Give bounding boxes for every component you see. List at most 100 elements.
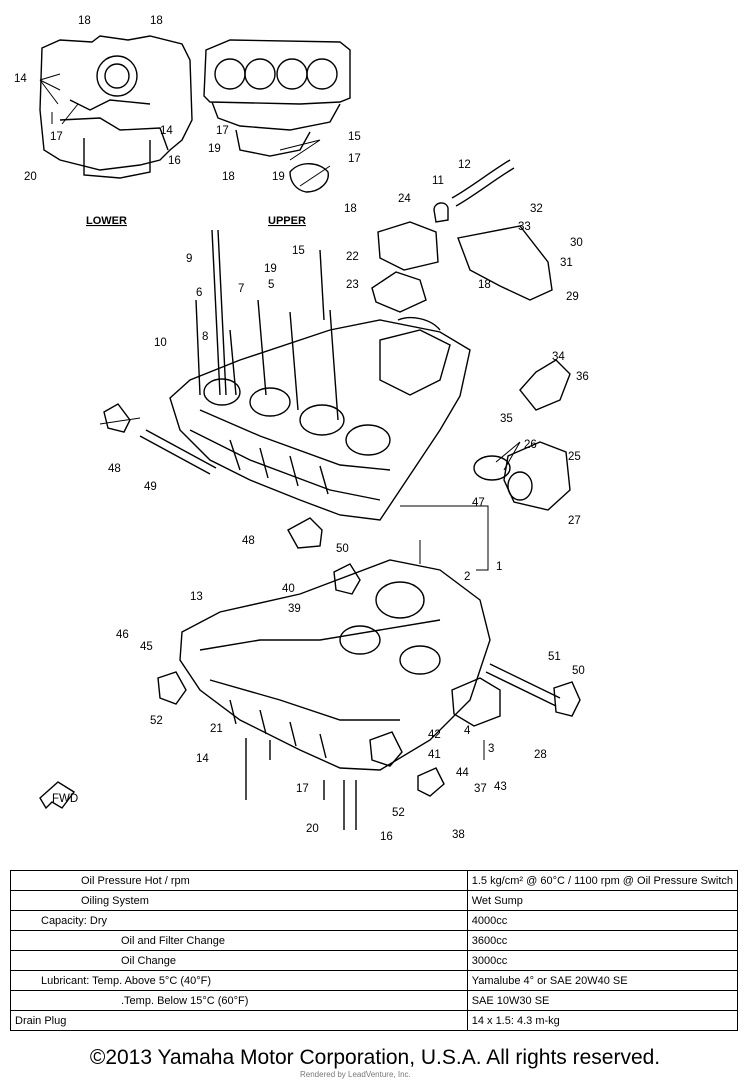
spec-value: 3000cc bbox=[466, 950, 739, 971]
callout-14-lower: 14 bbox=[14, 73, 27, 85]
callout-49: 49 bbox=[144, 481, 157, 493]
callout-16: 16 bbox=[380, 831, 393, 843]
callout-52b: 52 bbox=[392, 807, 405, 819]
callout-1: 1 bbox=[496, 561, 502, 573]
spec-value: 1.5 kg/cm² @ 60°C / 1100 rpm @ Oil Press… bbox=[466, 870, 739, 891]
callout-15: 15 bbox=[292, 245, 305, 257]
spec-label: Oil and Filter Change bbox=[10, 930, 468, 951]
oil-filter-cover bbox=[473, 441, 571, 511]
spec-label: .Temp. Below 15°C (60°F) bbox=[10, 990, 468, 1011]
callout-40: 40 bbox=[282, 583, 295, 595]
callout-35: 35 bbox=[500, 413, 513, 425]
callout-19-upper: 19 bbox=[208, 143, 221, 155]
callout-47: 47 bbox=[472, 497, 485, 509]
callout-31: 31 bbox=[560, 257, 573, 269]
spec-label: Oiling System bbox=[10, 890, 468, 911]
callout-28: 28 bbox=[534, 749, 547, 761]
callout-22: 22 bbox=[346, 251, 359, 263]
spec-row: Oiling System Wet Sump bbox=[10, 890, 739, 911]
callout-12: 12 bbox=[458, 159, 471, 171]
callout-18-lower: 18 bbox=[78, 15, 91, 27]
callout-18-upper: 18 bbox=[222, 171, 235, 183]
lower-bolts bbox=[245, 738, 357, 830]
spec-row: Lubricant: Temp. Above 5°C (40°F) Yamalu… bbox=[10, 970, 739, 991]
copyright-notice: ©2013 Yamaha Motor Corporation, U.S.A. A… bbox=[89, 1046, 661, 1069]
spec-label: Lubricant: Temp. Above 5°C (40°F) bbox=[10, 970, 468, 991]
spec-value: 3600cc bbox=[466, 930, 739, 951]
callout-46: 46 bbox=[116, 629, 129, 641]
cover-plate bbox=[457, 225, 553, 301]
callout-52: 52 bbox=[150, 715, 163, 727]
lower-case-view bbox=[39, 35, 193, 179]
spec-label: Oil Change bbox=[10, 950, 468, 971]
spec-value: Wet Sump bbox=[466, 890, 739, 911]
callout-37: 37 bbox=[474, 783, 487, 795]
callout-23: 23 bbox=[346, 279, 359, 291]
upper-case-view bbox=[203, 39, 351, 193]
callout-20-lower: 20 bbox=[24, 171, 37, 183]
spec-row: Drain Plug 14 x 1.5: 4.3 m-kg bbox=[10, 1010, 739, 1031]
callout-17-lower: 17 bbox=[50, 131, 63, 143]
lower-crankcase bbox=[179, 559, 501, 797]
upper-crankcase bbox=[169, 317, 471, 521]
callout-25: 25 bbox=[568, 451, 581, 463]
callout-30: 30 bbox=[570, 237, 583, 249]
callout-34: 34 bbox=[552, 351, 565, 363]
callout-11: 11 bbox=[432, 175, 444, 187]
callout-7: 7 bbox=[238, 283, 244, 295]
spec-row: Oil Pressure Hot / rpm 1.5 kg/cm² @ 60°C… bbox=[10, 870, 739, 891]
callout-50b: 50 bbox=[572, 665, 585, 677]
callout-18: 18 bbox=[478, 279, 491, 291]
render-credit: Rendered by LeadVenture, Inc. bbox=[300, 1070, 411, 1079]
callout-19-upper-b: 19 bbox=[272, 171, 285, 183]
callout-27: 27 bbox=[568, 515, 581, 527]
crankcase-exploded-diagram: LOWER UPPER FWD 1 2 3 4 5 6 7 8 9 10 11 … bbox=[14, 15, 589, 843]
plugs-and-pipe bbox=[103, 403, 581, 717]
callout-8: 8 bbox=[202, 331, 208, 343]
callout-51: 51 bbox=[548, 651, 561, 663]
spec-value: 4000cc bbox=[466, 910, 739, 931]
lower-view-label: LOWER bbox=[86, 215, 127, 227]
callout-18-upper-b: 18 bbox=[344, 203, 357, 215]
callout-20: 20 bbox=[306, 823, 319, 835]
callout-38: 38 bbox=[452, 829, 465, 841]
breather-hose bbox=[433, 159, 515, 223]
callout-15-upper: 15 bbox=[348, 131, 361, 143]
callout-44: 44 bbox=[456, 767, 469, 779]
spec-row: Capacity: Dry 4000cc bbox=[10, 910, 739, 931]
callout-17-upper: 17 bbox=[216, 125, 229, 137]
callout-45: 45 bbox=[140, 641, 153, 653]
callout-numbers: 1 2 3 4 5 6 7 8 9 10 11 12 13 14 15 16 1… bbox=[14, 15, 589, 843]
callout-16-lower: 16 bbox=[168, 155, 181, 167]
fwd-label: FWD bbox=[52, 793, 78, 805]
callout-13: 13 bbox=[190, 591, 203, 603]
callout-39: 39 bbox=[288, 603, 301, 615]
callout-9: 9 bbox=[186, 253, 192, 265]
callout-48b: 48 bbox=[242, 535, 255, 547]
spec-row: Oil and Filter Change 3600cc bbox=[10, 930, 739, 951]
oil-specifications-table: Oil Pressure Hot / rpm 1.5 kg/cm² @ 60°C… bbox=[10, 870, 739, 1031]
spec-row: Oil Change 3000cc bbox=[10, 950, 739, 971]
callout-14: 14 bbox=[196, 753, 209, 765]
callout-17: 17 bbox=[296, 783, 309, 795]
callout-33: 33 bbox=[518, 221, 531, 233]
callout-5: 5 bbox=[268, 279, 274, 291]
spec-label: Capacity: Dry bbox=[10, 910, 468, 931]
callout-24: 24 bbox=[398, 193, 411, 205]
callout-32: 32 bbox=[530, 203, 543, 215]
callout-2: 2 bbox=[464, 571, 470, 583]
callout-26: 26 bbox=[524, 439, 537, 451]
spec-row: .Temp. Below 15°C (60°F) SAE 10W30 SE bbox=[10, 990, 739, 1011]
breather-cover bbox=[371, 221, 439, 313]
callout-18-lower-b: 18 bbox=[150, 15, 163, 27]
callout-21: 21 bbox=[210, 723, 223, 735]
oil-pressure-switch-cover bbox=[519, 359, 571, 411]
leader-lines bbox=[39, 73, 521, 760]
spec-value: SAE 10W30 SE bbox=[466, 990, 739, 1011]
callout-29: 29 bbox=[566, 291, 579, 303]
callout-6: 6 bbox=[196, 287, 202, 299]
spec-value: 14 x 1.5: 4.3 m-kg bbox=[466, 1010, 739, 1031]
spec-value: Yamalube 4° or SAE 20W40 SE bbox=[466, 970, 739, 991]
callout-10: 10 bbox=[154, 337, 167, 349]
